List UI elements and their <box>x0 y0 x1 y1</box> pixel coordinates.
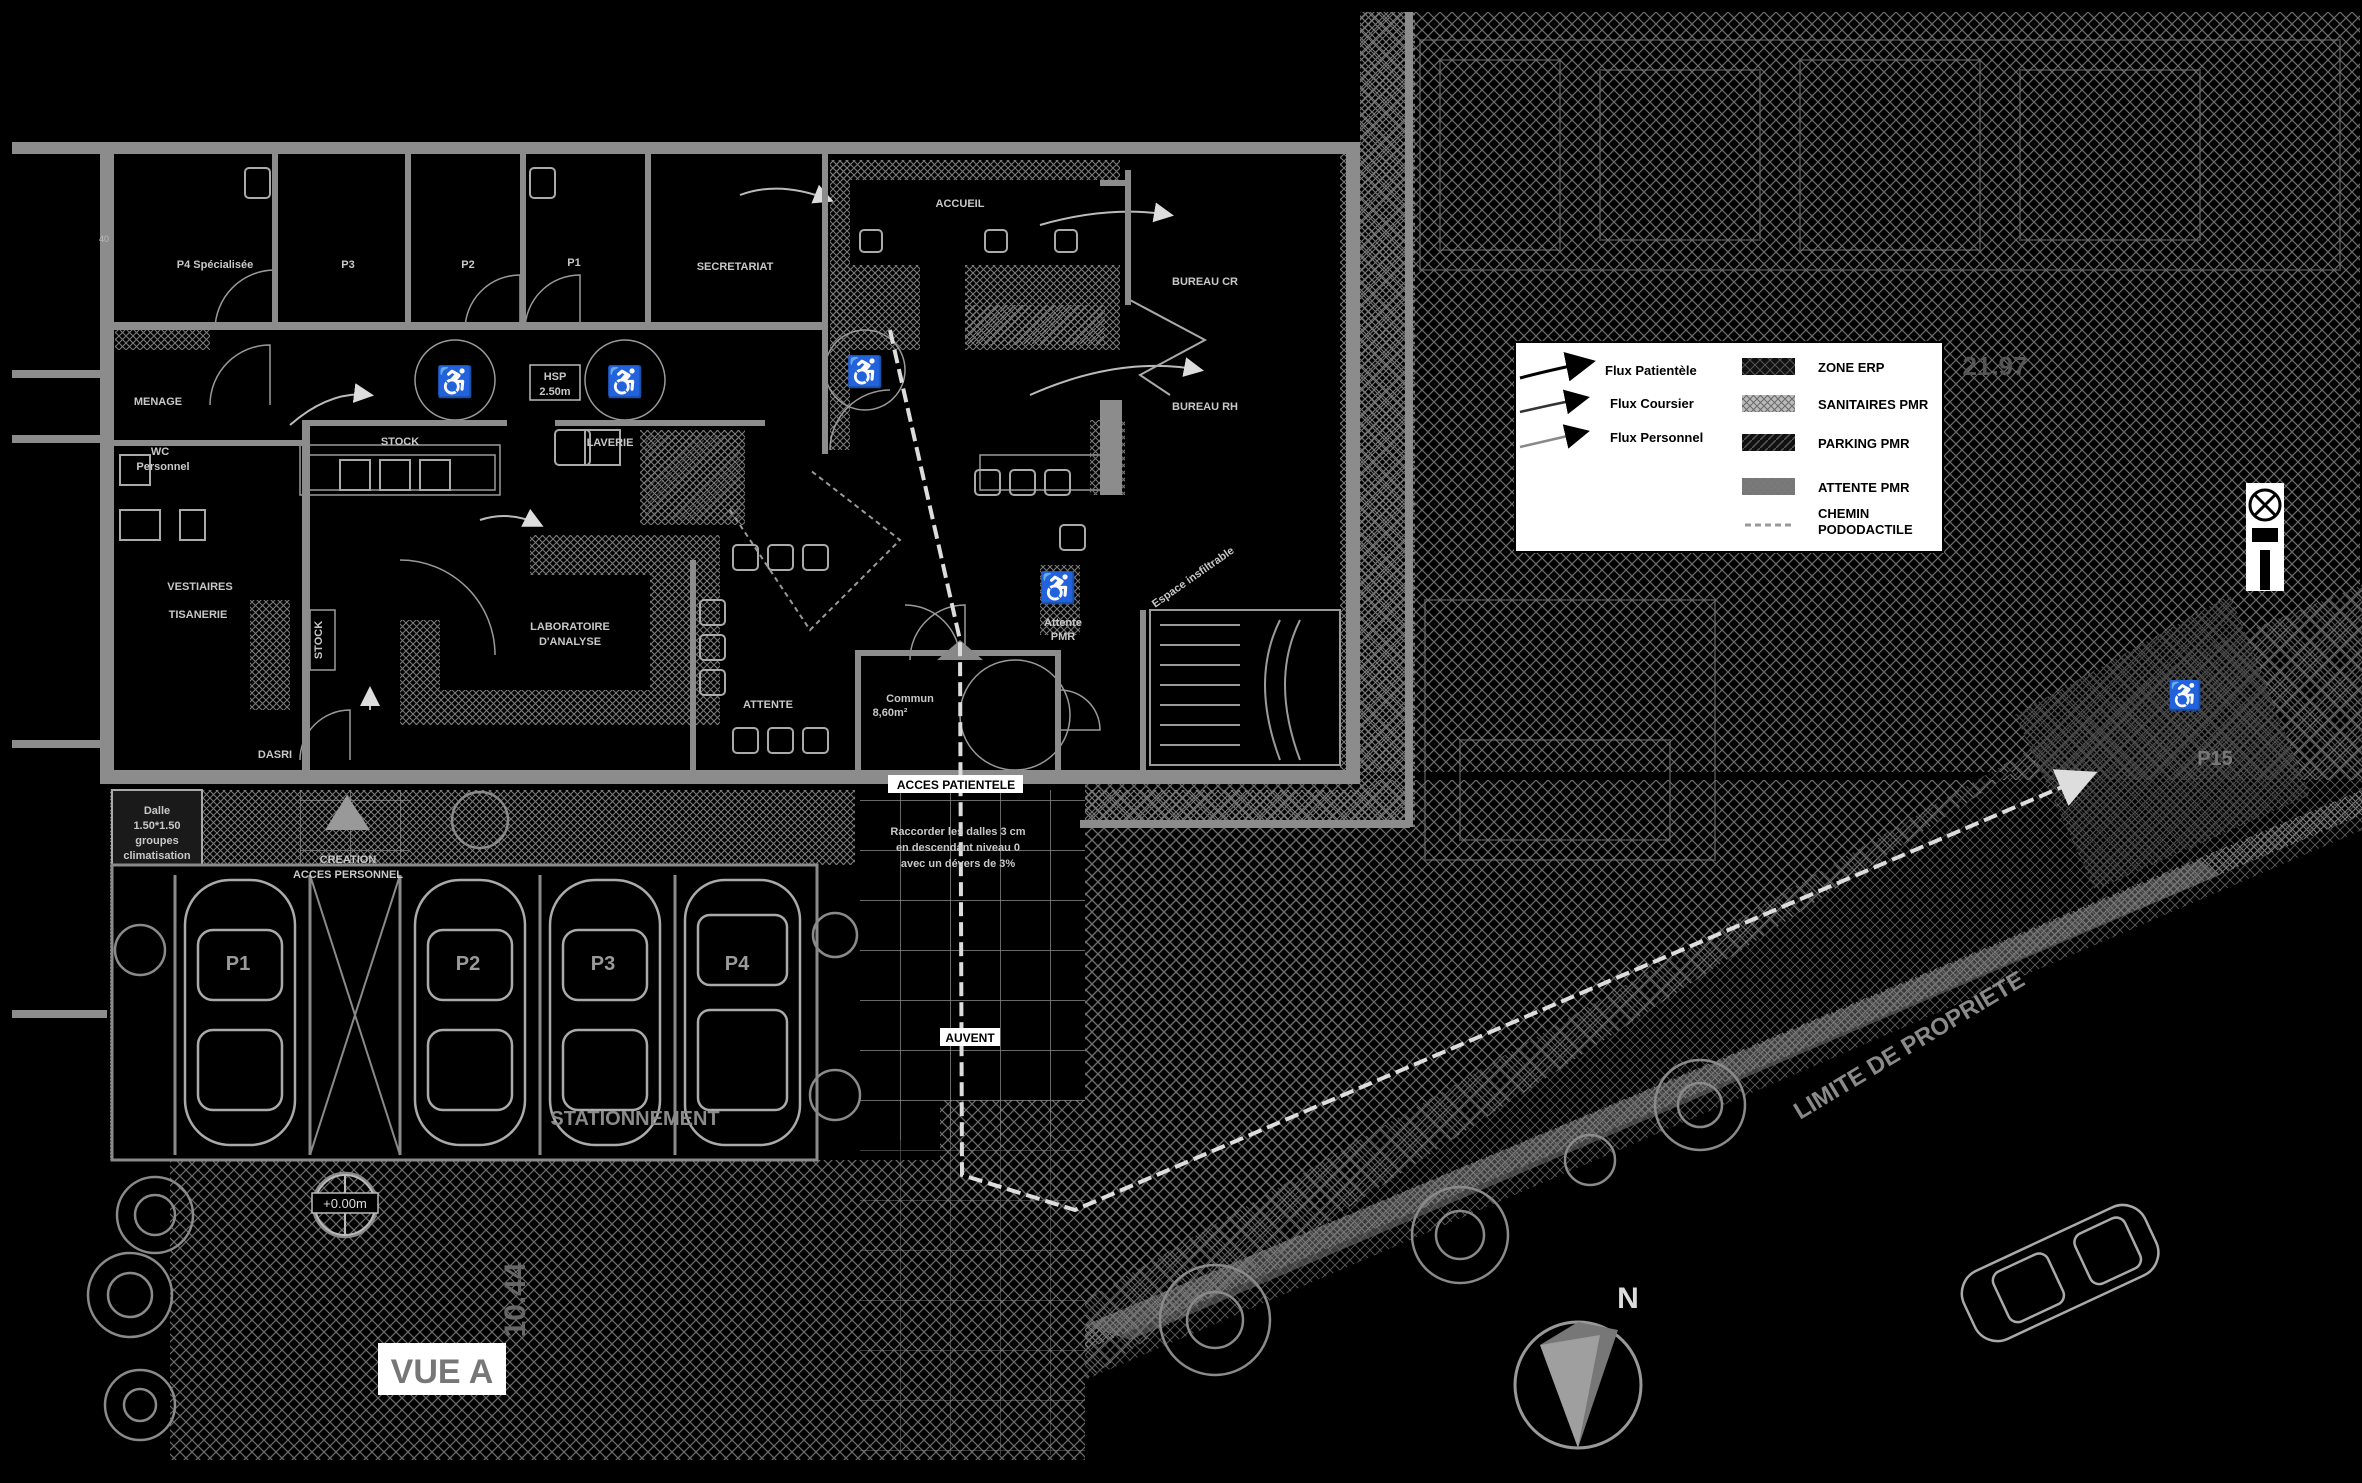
label-bureau-cr: BUREAU CR <box>1172 276 1238 288</box>
label-menage: MENAGE <box>134 396 182 408</box>
pmr-parking-p15: ♿ <box>2015 483 2310 890</box>
label-p15: P15 <box>2197 748 2233 770</box>
svg-text:♿: ♿ <box>2168 679 2203 712</box>
label-dim-left: 40 <box>99 234 109 244</box>
parking-label: P4 <box>725 953 750 975</box>
label-attente-pmr-2: PMR <box>1051 631 1076 643</box>
label-note-2: en descendant niveau 0 <box>896 842 1020 854</box>
label-dalle-3: groupes <box>135 835 178 847</box>
label-acces-patientele: ACCES PATIENTELE <box>897 778 1015 792</box>
parking-area <box>110 640 2160 1455</box>
label-p4: P4 Spécialisée <box>177 259 253 271</box>
svg-text:♿: ♿ <box>606 364 643 399</box>
room-labels: P4 Spécialisée P3 P2 P1 SECRETARIAT ACCU… <box>134 198 1238 761</box>
walls <box>12 12 1413 1018</box>
label-hsp-val: 2.50m <box>539 386 570 398</box>
label-attente-pmr-1: Attente <box>1044 617 1082 629</box>
label-stationnement: STATIONNEMENT <box>550 1108 719 1130</box>
label-note-1: Raccorder les dalles 3 cm <box>890 826 1025 838</box>
label-p2: P2 <box>461 259 474 271</box>
label-commun-area: 8,60m² <box>873 707 908 719</box>
svg-text:♿: ♿ <box>436 364 473 399</box>
label-vestiaires: VESTIAIRES <box>167 581 232 593</box>
property-line <box>1085 790 2362 1350</box>
legend-sanitaires-pmr: SANITAIRES PMR <box>1818 397 1929 412</box>
label-tisanerie: TISANERIE <box>169 609 228 621</box>
svg-text:♿: ♿ <box>846 354 883 389</box>
parking-label: P3 <box>591 953 615 975</box>
label-wc: WC <box>151 446 169 458</box>
parking-label: P1 <box>226 953 250 975</box>
legend-chemin-2: PODODACTILE <box>1818 522 1913 537</box>
label-dasri: DASRI <box>258 749 292 761</box>
label-dalle-2: 1.50*1.50 <box>133 820 180 832</box>
legend-attente-pmr: ATTENTE PMR <box>1818 480 1910 495</box>
faint-background-drawing <box>1419 39 2341 861</box>
label-hsp: HSP <box>544 371 567 383</box>
svg-text:♿: ♿ <box>1039 570 1076 605</box>
label-accueil: ACCUEIL <box>936 198 985 210</box>
label-note-3: avec un dévers de 3% <box>901 858 1016 870</box>
legend-labels: Flux Patientèle Flux Coursier Flux Perso… <box>1605 360 1929 537</box>
label-laboratoire-1: LABORATOIRE <box>530 621 610 633</box>
label-attente: ATTENTE <box>743 699 793 711</box>
label-stock-top: STOCK <box>381 436 419 448</box>
legend-flux-coursier: Flux Coursier <box>1610 396 1694 411</box>
label-dim-top: 21.97 <box>1962 351 2027 381</box>
north-arrow <box>1513 1320 1643 1450</box>
legend-chemin-1: CHEMIN <box>1818 506 1869 521</box>
label-bureau-rh: BUREAU RH <box>1172 401 1238 413</box>
tactile-path <box>888 329 2098 1213</box>
label-level: +0.00m <box>323 1196 367 1211</box>
label-commun: Commun <box>886 693 934 705</box>
label-laboratoire-2: D'ANALYSE <box>539 636 601 648</box>
vegetation <box>86 790 1747 1442</box>
label-laverie: LAVERIE <box>587 437 634 449</box>
label-creation-2: ACCES PERSONNEL <box>293 869 403 881</box>
legend-flux-patientele: Flux Patientèle <box>1605 363 1697 378</box>
label-p1: P1 <box>567 257 580 269</box>
legend-flux-personnel: Flux Personnel <box>1610 430 1703 445</box>
legend <box>1514 341 1944 553</box>
label-north: N <box>1617 1282 1639 1315</box>
parking-label: P2 <box>456 953 480 975</box>
label-dalle-4: climatisation <box>123 850 191 862</box>
label-auvent: AUVENT <box>945 1031 995 1045</box>
label-dalle-1: Dalle <box>144 805 170 817</box>
label-wc-sub: Personnel <box>136 461 189 473</box>
label-vue-a: VUE A <box>391 1353 494 1391</box>
parking-spot-labels: P1 P2 P3 P4 <box>226 953 750 975</box>
legend-parking-pmr: PARKING PMR <box>1818 436 1910 451</box>
label-secretariat: SECRETARIAT <box>697 261 774 273</box>
label-creation-1: CREATION <box>320 854 377 866</box>
building: ♿ ♿ ♿ ♿ <box>110 150 1360 780</box>
label-stock-side: STOCK <box>313 621 325 659</box>
label-dim-vert: 10.44 <box>499 1262 532 1337</box>
legend-zone-erp: ZONE ERP <box>1818 360 1885 375</box>
label-p3: P3 <box>341 259 354 271</box>
